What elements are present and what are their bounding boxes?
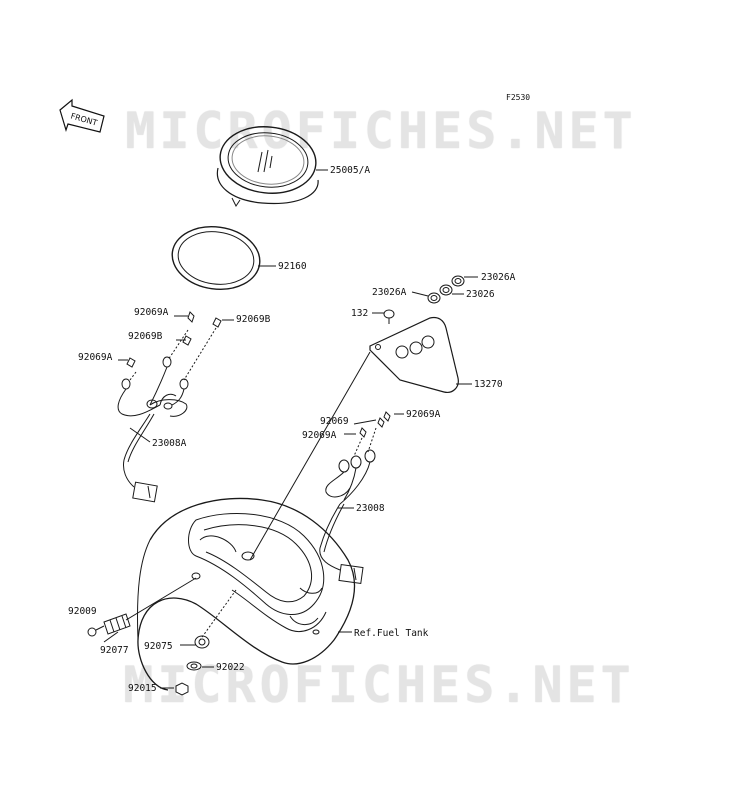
- callout-92069: 92069: [320, 416, 349, 427]
- callout-92015: 92015: [128, 683, 157, 694]
- grommets: [411, 275, 478, 304]
- callout-23026: 23026: [466, 289, 495, 300]
- callout-92069a-3: 92069A: [406, 409, 441, 420]
- figure-code: F2530: [506, 93, 531, 102]
- callout-ref-fuel-tank: Ref.Fuel Tank: [354, 628, 429, 639]
- callout-92069a-4: 92069A: [302, 430, 337, 441]
- gasket-ring: [171, 225, 276, 291]
- bolt-and-collar: [87, 613, 131, 643]
- meter-cover: [125, 497, 356, 691]
- callout-92075: 92075: [144, 641, 173, 652]
- callout-13270: 13270: [474, 379, 503, 390]
- front-arrow-icon: FRONT: [59, 98, 105, 133]
- callout-92069b-left: 92069B: [128, 331, 163, 342]
- callout-92069b-right: 92069B: [236, 314, 271, 325]
- callout-92009: 92009: [68, 606, 97, 617]
- callout-92069a-2: 92069A: [78, 352, 113, 363]
- callout-23026a-left: 23026A: [372, 287, 407, 298]
- small-hardware: [160, 635, 214, 696]
- callout-23008a: 23008A: [152, 438, 187, 449]
- wiring-harness-right: [319, 411, 404, 585]
- callout-25005a: 25005/A: [330, 165, 371, 176]
- callout-92069a-1: 92069A: [134, 307, 169, 318]
- bracket: [249, 309, 472, 561]
- wiring-harness-left: [117, 311, 234, 503]
- callout-23008: 23008: [356, 503, 385, 514]
- meter-assembly: [216, 126, 328, 207]
- callout-92160: 92160: [278, 261, 307, 272]
- callout-92077: 92077: [100, 645, 129, 656]
- callout-132: 132: [351, 308, 369, 319]
- callout-23026a-top: 23026A: [481, 272, 516, 283]
- callout-92022: 92022: [216, 662, 245, 673]
